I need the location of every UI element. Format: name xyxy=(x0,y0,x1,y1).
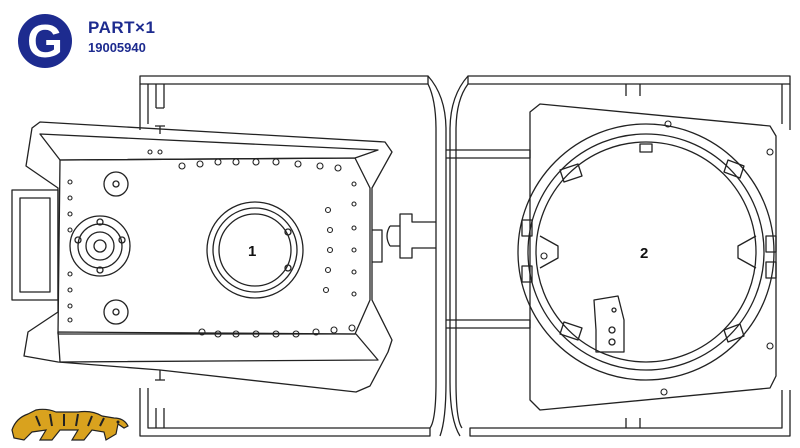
sprue-letter: G xyxy=(27,15,63,67)
part-1-number: 1 xyxy=(248,243,256,260)
sprue-frame xyxy=(139,75,791,437)
part-quantity-label: PART×1 xyxy=(88,18,156,37)
part-1-hull-plate: 1 xyxy=(11,121,393,393)
part-2-turret-ring: 2 xyxy=(517,103,777,411)
tiger-icon xyxy=(11,408,129,441)
part-number: 19005940 xyxy=(88,40,146,55)
part-2-number: 2 xyxy=(640,245,648,262)
sprue-badge: G xyxy=(18,14,72,68)
